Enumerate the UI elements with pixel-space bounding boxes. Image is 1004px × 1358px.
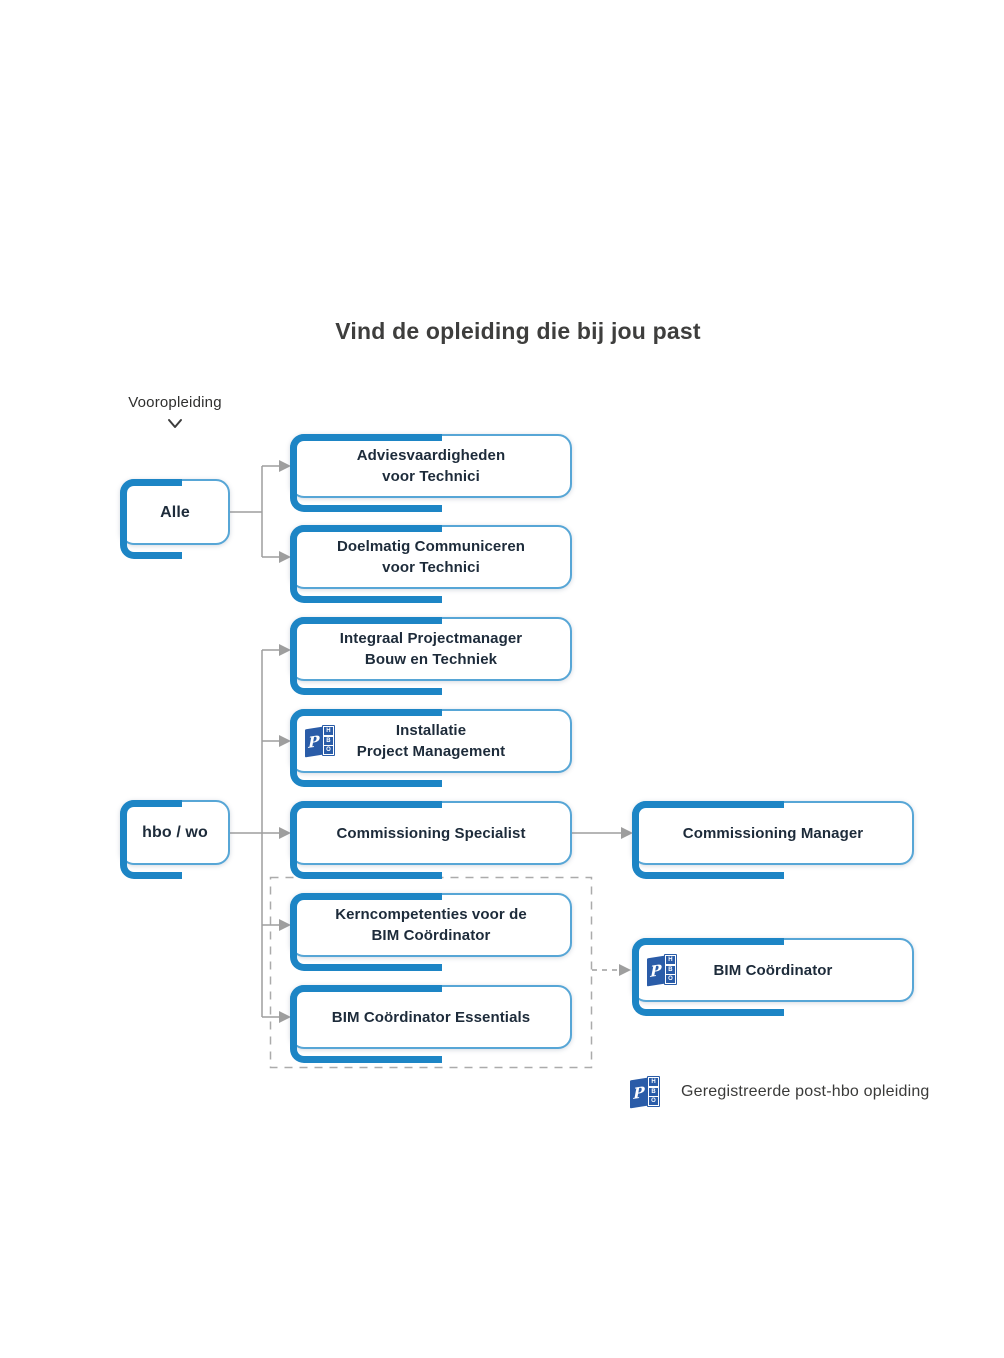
node-label-line1: Adviesvaardigheden <box>356 447 506 464</box>
arrowhead-bim-coord <box>619 964 631 976</box>
legend: P H B O Geregistreerde post-hbo opleidin… <box>630 1074 930 1110</box>
arrowhead-comm-spec <box>279 827 291 839</box>
course-node-bim-coordinator-essentials[interactable]: BIM Coördinator Essentials <box>290 985 572 1063</box>
arrowhead-comm-mgr <box>621 827 633 839</box>
course-node-doelmatig-communiceren-voor-technici[interactable]: Doelmatig Communiceren voor Technici <box>290 525 572 603</box>
arrowhead-doelmatig <box>279 551 291 563</box>
node-label-line1: Doelmatig Communiceren <box>336 538 526 555</box>
node-label-line2: BIM Coördinator <box>371 927 491 944</box>
node-label-line1: Integraal Projectmanager <box>339 630 523 647</box>
arrowhead-integraal <box>279 644 291 656</box>
node-label-line1: Installatie <box>395 722 467 739</box>
course-node-bim-coordinator[interactable]: P H B O BIM Coördinator <box>632 938 914 1016</box>
course-node-kerncompetenties-bim-coordinator[interactable]: Kerncompetenties voor de BIM Coördinator <box>290 893 572 971</box>
course-node-adviesvaardigheden-voor-technici[interactable]: Adviesvaardigheden voor Technici <box>290 434 572 512</box>
legend-label: Geregistreerde post-hbo opleiding <box>681 1083 930 1100</box>
chevron-down-icon <box>168 419 182 428</box>
course-node-installatie-project-management[interactable]: P H B O Installatie Project Management <box>290 709 572 787</box>
node-label: hbo / wo <box>142 824 208 841</box>
course-node-integraal-projectmanager-bouw-en-techniek[interactable]: Integraal Projectmanager Bouw en Technie… <box>290 617 572 695</box>
node-label: Alle <box>160 503 190 521</box>
post-hbo-icon: P H B O <box>305 723 336 759</box>
source-node-hbo-wo[interactable]: hbo / wo <box>120 800 230 879</box>
source-node-alle[interactable]: Alle <box>120 479 230 559</box>
node-label: BIM Coördinator <box>713 961 833 979</box>
arrowhead-advies <box>279 460 291 472</box>
post-hbo-icon: P H B O <box>630 1074 661 1110</box>
node-label: Commissioning Manager <box>682 824 864 842</box>
arrowhead-kern <box>279 919 291 931</box>
post-hbo-icon: P H B O <box>647 952 678 988</box>
arrowhead-bim-ess <box>279 1011 291 1023</box>
course-node-commissioning-specialist[interactable]: Commissioning Specialist <box>290 801 572 879</box>
page-title: Vind de opleiding die bij jou past <box>335 318 701 344</box>
node-label-line1: Kerncompetenties voor de <box>335 906 527 923</box>
node-label: Commissioning Specialist <box>336 824 526 842</box>
node-label-line2: voor Technici <box>382 468 480 485</box>
node-label-line2: Project Management <box>356 743 506 760</box>
course-node-commissioning-manager[interactable]: Commissioning Manager <box>632 801 914 879</box>
arrowhead-installatie <box>279 735 291 747</box>
node-label-line2: Bouw en Techniek <box>364 651 498 668</box>
filter-label-vooropleiding: Vooropleiding <box>128 394 222 411</box>
node-label-line2: voor Technici <box>382 559 480 576</box>
node-label: BIM Coördinator Essentials <box>331 1008 531 1026</box>
